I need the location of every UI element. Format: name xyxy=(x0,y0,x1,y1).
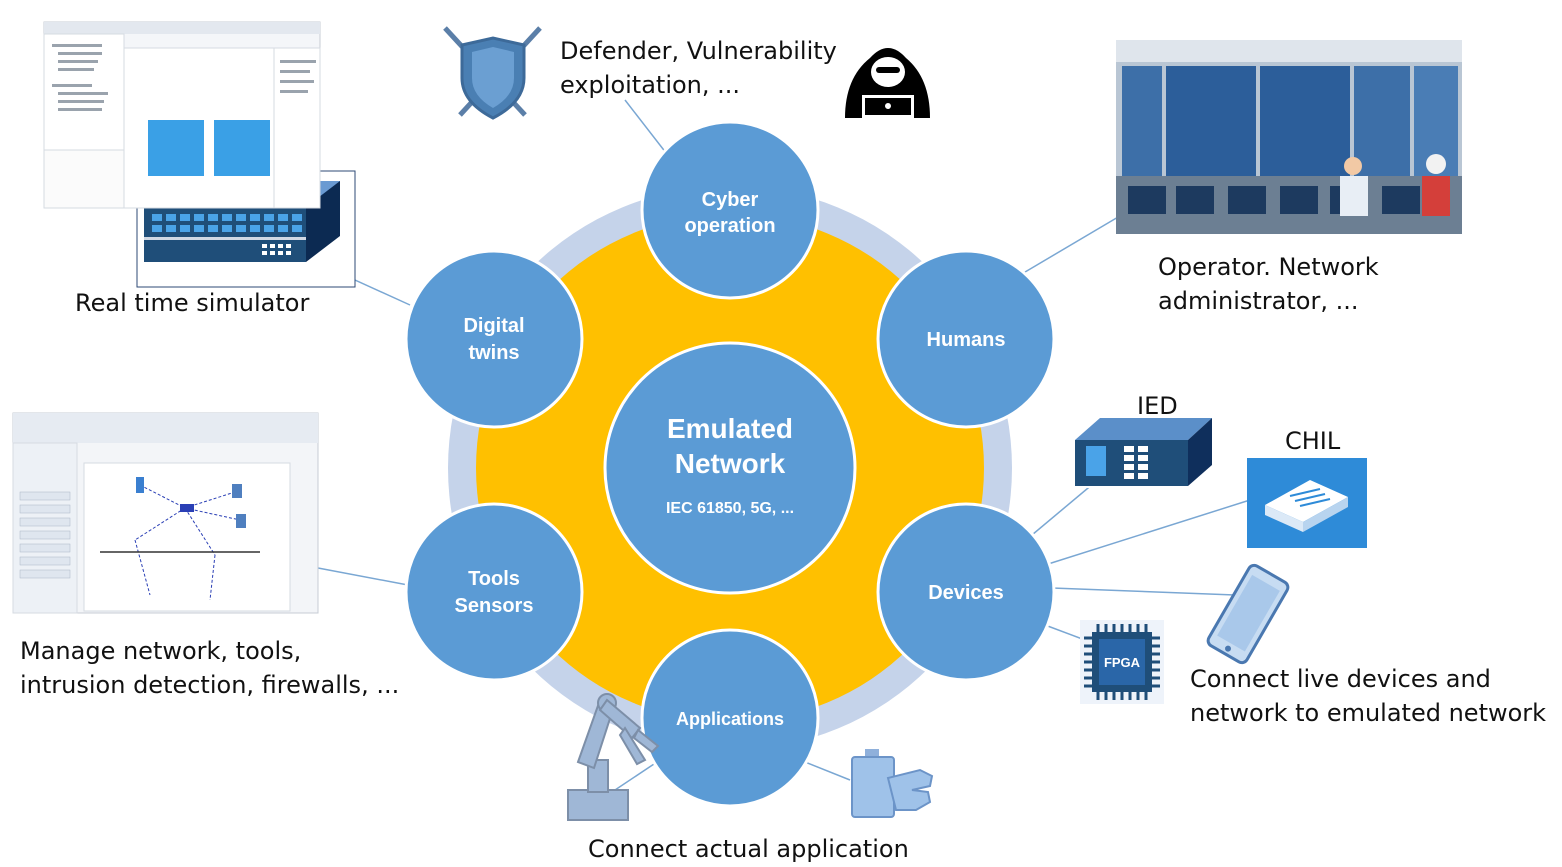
line-apps-battery xyxy=(799,759,851,781)
hacker-icon xyxy=(845,48,930,118)
node-digital-line1: Digital xyxy=(463,315,524,337)
connect-app-label: Connect actual application xyxy=(588,835,909,863)
manage-label-line2: intrusion detection, firewalls, ... xyxy=(20,671,400,699)
line-devices-phone xyxy=(1051,587,1236,596)
node-digital-line2: twins xyxy=(468,342,519,364)
node-cyber-line1: Cyber xyxy=(702,189,759,211)
control-room-photo xyxy=(1116,40,1462,234)
manage-label-line1: Manage network, tools, xyxy=(20,637,302,665)
ide-screenshot xyxy=(43,21,321,209)
node-cyber-line2: operation xyxy=(684,215,775,237)
ied-device-icon xyxy=(1072,416,1216,488)
node-devices: Devices xyxy=(876,502,1056,682)
ied-label: IED xyxy=(1137,392,1178,420)
phone-icon xyxy=(1206,563,1290,665)
connect-live-label-line1: Connect live devices and xyxy=(1190,665,1491,693)
connect-live-label-line2: network to emulated network xyxy=(1190,699,1547,727)
line-cyber-defender xyxy=(624,99,671,159)
node-tools-line2: Sensors xyxy=(455,595,534,617)
defender-label-line2: exploitation, ... xyxy=(560,71,741,99)
shield-swords-icon xyxy=(443,26,542,120)
center-subtitle: IEC 61850, 5G, ... xyxy=(666,500,794,517)
fpga-chip-icon: FPGA xyxy=(1080,620,1164,704)
center-title-line2: Network xyxy=(675,448,786,479)
node-cyber-operation: Cyber operation xyxy=(640,120,820,300)
center-title-line1: Emulated xyxy=(667,413,793,444)
node-tools-sensors: Tools Sensors xyxy=(404,502,584,682)
operator-label-line1: Operator. Network xyxy=(1158,253,1379,281)
node-digital-twins: Digital twins xyxy=(404,249,584,429)
network-tool-screenshot xyxy=(12,412,319,614)
battery-hand-icon xyxy=(851,749,934,818)
node-humans-line1: Humans xyxy=(927,329,1006,351)
line-humans-operator xyxy=(1019,209,1131,276)
line-devices-chil xyxy=(1044,499,1251,566)
line-tools-screenshot xyxy=(317,567,409,586)
chil-label: CHIL xyxy=(1285,427,1341,455)
defender-label-line1: Defender, Vulnerability xyxy=(560,37,837,65)
node-applications-line1: Applications xyxy=(676,709,784,729)
chil-device-icon xyxy=(1247,458,1367,548)
line-devices-fpga xyxy=(1044,624,1086,641)
real-time-simulator-label: Real time simulator xyxy=(75,289,310,317)
node-applications: Applications xyxy=(640,628,820,808)
node-humans: Humans xyxy=(876,249,1056,429)
node-devices-line1: Devices xyxy=(928,582,1004,604)
fpga-chip-label: FPGA xyxy=(1104,655,1141,670)
center-circle xyxy=(603,341,857,595)
line-apps-robot xyxy=(614,759,661,791)
robot-arm-icon xyxy=(567,693,660,821)
node-tools-line1: Tools xyxy=(468,568,520,590)
operator-label-line2: administrator, ... xyxy=(1158,287,1359,315)
